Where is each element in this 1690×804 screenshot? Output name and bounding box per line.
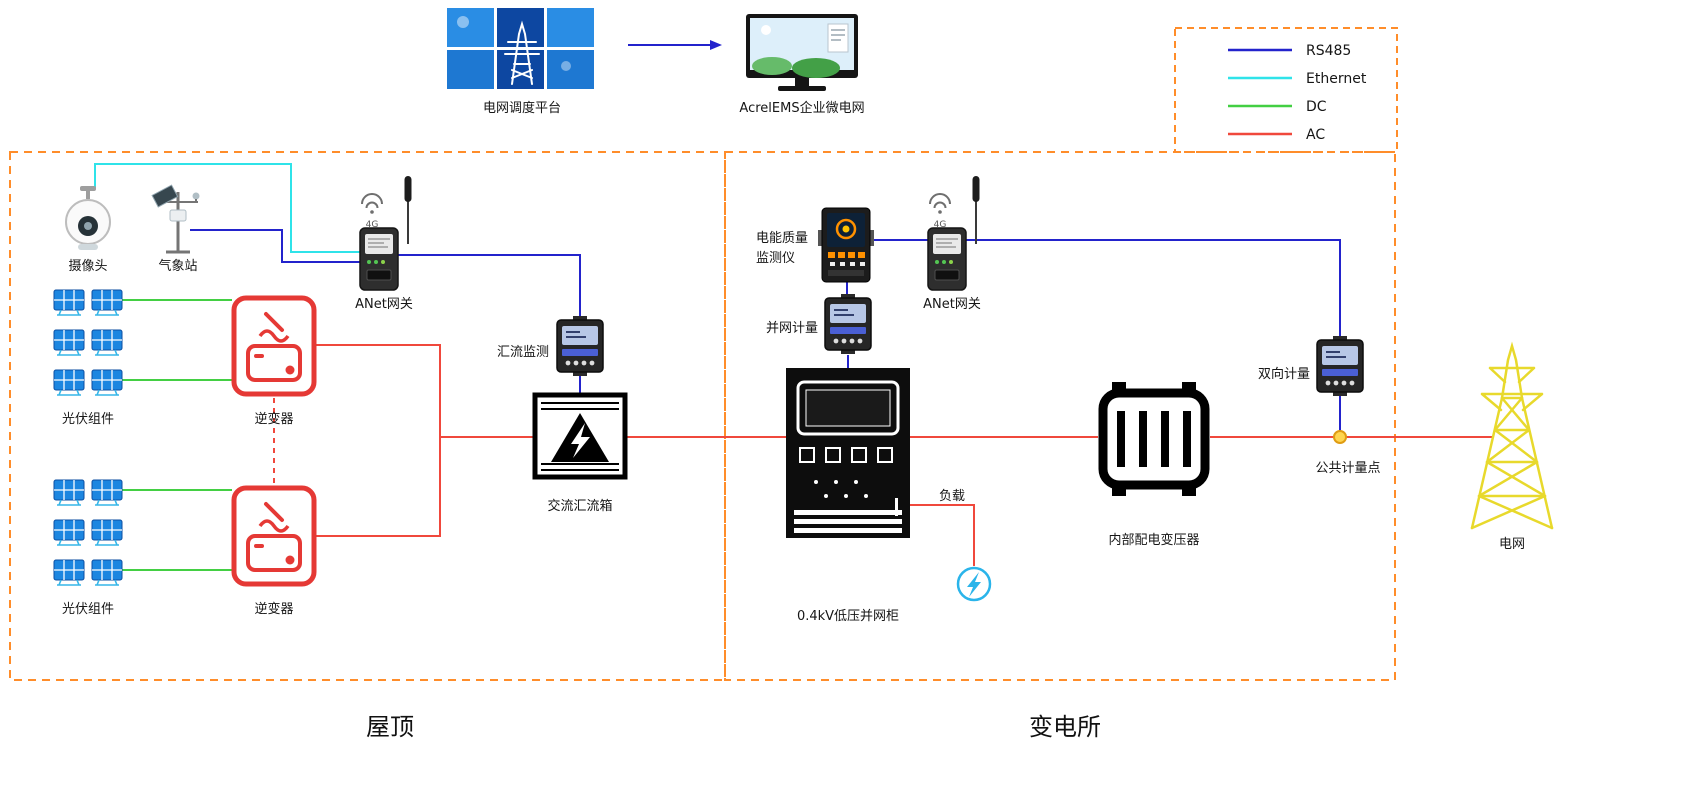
grid-tower-icon	[1470, 341, 1554, 530]
ems-platform-label: AcrelEMS企业微电网	[739, 100, 864, 116]
substation-zone-box	[724, 151, 1396, 681]
power-quality-monitor-icon	[818, 207, 874, 283]
bidirectional-meter-label: 双向计量	[1258, 366, 1310, 382]
anet-gateway-rooftop-label: ANet网关	[355, 297, 413, 312]
video-wall-icon	[447, 8, 594, 89]
load-label: 负载	[939, 489, 965, 504]
anet-gateway-rooftop-icon	[359, 175, 413, 291]
rs485-line-gateway-to-combiner-monitor	[398, 254, 581, 316]
metering-point-dot	[1333, 430, 1347, 444]
ac-line-cabinet-to-load	[910, 504, 975, 566]
legend-label-dc: DC	[1306, 99, 1327, 115]
anet-gateway-substation-icon	[927, 175, 981, 291]
camera-label: 摄像头	[68, 259, 107, 274]
ethernet-line-camera-to-gateway	[94, 163, 360, 253]
rooftop-zone-box	[9, 151, 726, 681]
legend-label-ethernet: Ethernet	[1306, 71, 1367, 87]
public-metering-point-label: 公共计量点	[1315, 461, 1380, 476]
legend-label-ac: AC	[1306, 127, 1325, 143]
grid-meter-icon	[824, 293, 872, 355]
weather-station-label: 气象站	[158, 258, 197, 274]
ac-combiner-box-icon	[532, 392, 628, 480]
combiner-monitor-label: 汇流监测	[497, 345, 549, 360]
ac-combiner-box-label: 交流汇流箱	[547, 498, 612, 514]
lv-cabinet-label: 0.4kV低压并网柜	[797, 609, 899, 624]
legend: RS485 Ethernet DC AC	[1174, 27, 1398, 153]
transformer-icon	[1098, 382, 1210, 496]
pq-monitor-label-line1: 电能质量	[756, 231, 808, 246]
arrowhead-icon	[710, 40, 722, 50]
monitor-icon	[746, 14, 858, 91]
inverter-1-icon	[234, 298, 314, 394]
ac-line-inverter1-to-combiner	[316, 344, 535, 438]
legend-label-rs485: RS485	[1306, 43, 1351, 59]
anet-gateway-substation-label: ANet网关	[923, 297, 981, 312]
bidirectional-meter-icon	[1316, 335, 1364, 397]
inverter-1-label: 逆变器	[254, 411, 293, 427]
legend-box	[1174, 27, 1398, 153]
lv-cabinet-icon	[786, 368, 910, 538]
camera-icon	[65, 186, 111, 250]
load-icon	[956, 566, 992, 602]
pv-array-1-icon	[54, 290, 122, 395]
dispatch-platform-label: 电网调度平台	[483, 100, 561, 116]
rooftop-zone-label: 屋顶	[366, 713, 414, 741]
weather-station-icon	[151, 184, 200, 254]
substation-zone-label: 变电所	[1029, 713, 1101, 741]
ac-line-inverter2-to-combiner	[316, 437, 441, 537]
gateway-4g-badge-substation: 4G	[934, 220, 947, 230]
grid-meter-label: 并网计量	[766, 321, 818, 336]
pq-monitor-label-line2: 监测仪	[756, 251, 795, 266]
pv-array-2-label: 光伏组件	[62, 602, 114, 617]
transformer-label: 内部配电变压器	[1108, 532, 1199, 548]
grid-label: 电网	[1499, 537, 1525, 552]
rs485-line-weather-to-gateway	[190, 229, 360, 263]
inverter-2-icon	[234, 488, 314, 584]
rs485-line-gateway-to-bidir-meter	[966, 239, 1341, 336]
gateway-4g-badge-rooftop: 4G	[366, 220, 379, 230]
pv-array-2-icon	[54, 480, 122, 585]
pv-array-1-label: 光伏组件	[62, 412, 114, 427]
inverter-2-label: 逆变器	[254, 601, 293, 617]
combiner-monitor-meter-icon	[556, 315, 604, 377]
